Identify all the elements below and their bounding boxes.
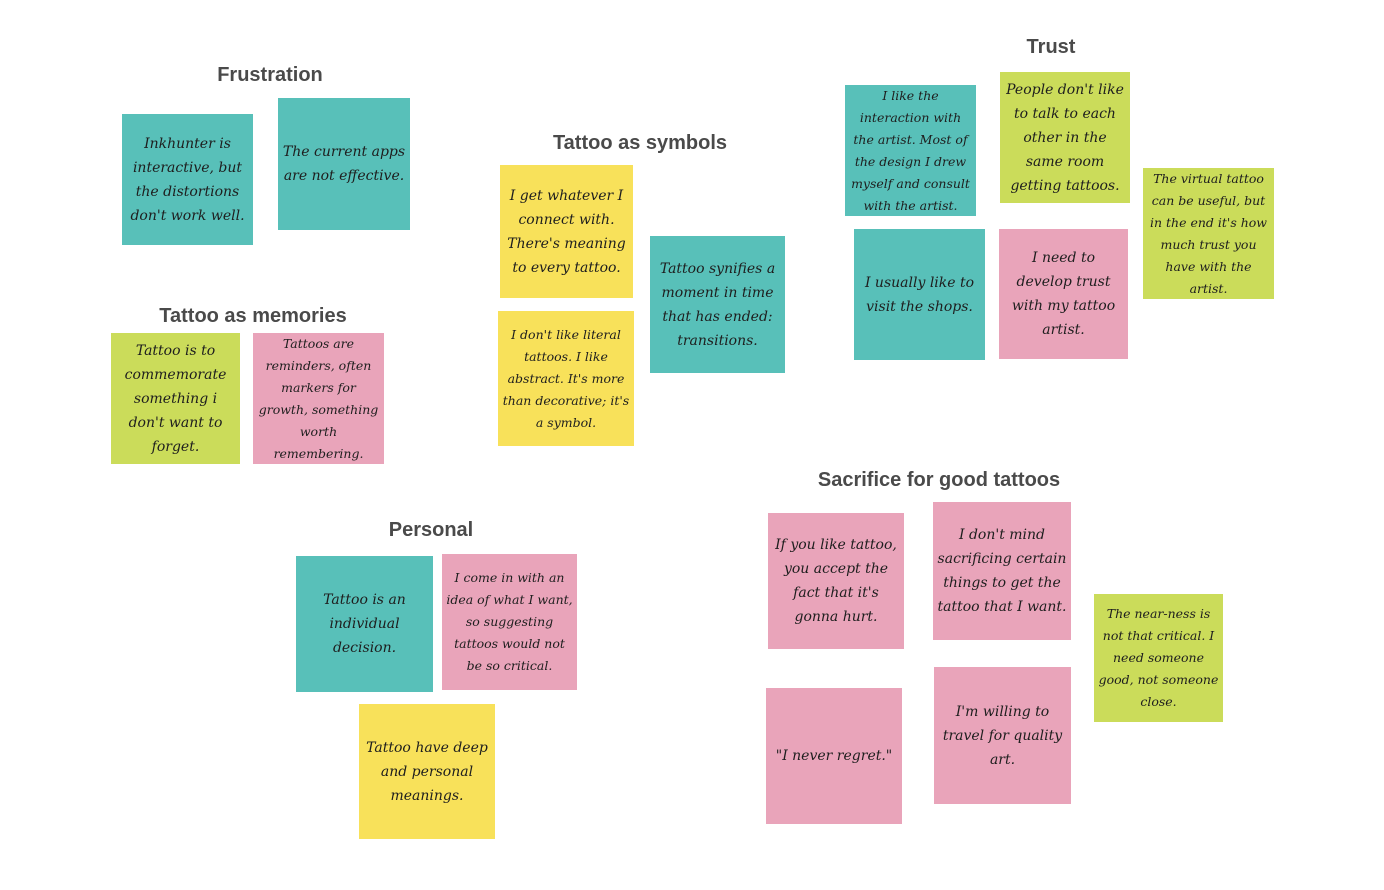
sticky-note[interactable]: Tattoo is an individual decision. bbox=[296, 556, 433, 692]
group-title-symbols: Tattoo as symbols bbox=[552, 132, 728, 154]
sticky-note-text: Tattoos are reminders, often markers for… bbox=[258, 335, 379, 461]
sticky-note[interactable]: The virtual tattoo can be useful, but in… bbox=[1143, 168, 1274, 299]
sticky-note-text: I get whatever I connect with. There's m… bbox=[507, 187, 626, 276]
sticky-note[interactable]: I need to develop trust with my tattoo a… bbox=[999, 229, 1128, 359]
group-title-frustration: Frustration bbox=[217, 64, 323, 86]
sticky-note[interactable]: I don't like literal tattoos. I like abs… bbox=[498, 311, 634, 446]
sticky-note[interactable]: The near-ness is not that critical. I ne… bbox=[1094, 594, 1223, 722]
sticky-note-text: I come in with an idea of what I want, s… bbox=[446, 570, 573, 673]
sticky-note[interactable]: I usually like to visit the shops. bbox=[854, 229, 985, 360]
group-title-memories: Tattoo as memories bbox=[159, 305, 347, 327]
sticky-note[interactable]: I come in with an idea of what I want, s… bbox=[442, 554, 577, 690]
sticky-note[interactable]: People don't like to talk to each other … bbox=[1000, 72, 1130, 203]
group-title-personal: Personal bbox=[388, 519, 474, 541]
sticky-note-text: Tattoo have deep and personal meanings. bbox=[366, 739, 488, 804]
sticky-note-text: People don't like to talk to each other … bbox=[1006, 81, 1124, 194]
sticky-note[interactable]: I'm willing to travel for quality art. bbox=[934, 667, 1071, 804]
sticky-note-text: I usually like to visit the shops. bbox=[864, 274, 975, 315]
sticky-note-text: Tattoo synifies a moment in time that ha… bbox=[659, 260, 776, 349]
sticky-note[interactable]: I like the interaction with the artist. … bbox=[845, 85, 976, 216]
sticky-note-text: Tattoo is an individual decision. bbox=[323, 592, 406, 656]
sticky-note[interactable]: Inkhunter is interactive, but the distor… bbox=[122, 114, 253, 245]
sticky-note-text: "I never regret." bbox=[775, 748, 893, 764]
sticky-note-text: The virtual tattoo can be useful, but in… bbox=[1149, 170, 1267, 296]
sticky-note[interactable]: Tattoo have deep and personal meanings. bbox=[359, 704, 495, 839]
sticky-note[interactable]: I don't mind sacrificing certain things … bbox=[933, 502, 1071, 640]
sticky-note-text: If you like tattoo, you accept the fact … bbox=[775, 537, 897, 625]
sticky-note-text: I like the interaction with the artist. … bbox=[851, 87, 970, 213]
sticky-note-text: I don't like literal tattoos. I like abs… bbox=[502, 326, 630, 430]
sticky-note-text: Tattoo is to commemorate something i don… bbox=[124, 342, 227, 455]
sticky-note[interactable]: If you like tattoo, you accept the fact … bbox=[768, 513, 904, 649]
sticky-note[interactable]: "I never regret." bbox=[766, 688, 902, 824]
sticky-note[interactable]: The current apps are not effective. bbox=[278, 98, 410, 230]
group-title-trust: Trust bbox=[1026, 36, 1076, 58]
sticky-note-text: The current apps are not effective. bbox=[282, 144, 406, 184]
sticky-note[interactable]: I get whatever I connect with. There's m… bbox=[500, 165, 633, 298]
group-title-sacrifice: Sacrifice for good tattoos bbox=[817, 469, 1061, 491]
sticky-note-text: I'm willing to travel for quality art. bbox=[942, 703, 1063, 768]
sticky-note-text: I need to develop trust with my tattoo a… bbox=[1011, 250, 1116, 338]
sticky-note[interactable]: Tattoo synifies a moment in time that ha… bbox=[650, 236, 785, 373]
sticky-note-text: Inkhunter is interactive, but the distor… bbox=[130, 135, 245, 224]
sticky-note[interactable]: Tattoos are reminders, often markers for… bbox=[253, 333, 384, 464]
sticky-note-text: I don't mind sacrificing certain things … bbox=[937, 527, 1067, 615]
sticky-note-text: The near-ness is not that critical. I ne… bbox=[1098, 606, 1219, 709]
sticky-note[interactable]: Tattoo is to commemorate something i don… bbox=[111, 333, 240, 464]
